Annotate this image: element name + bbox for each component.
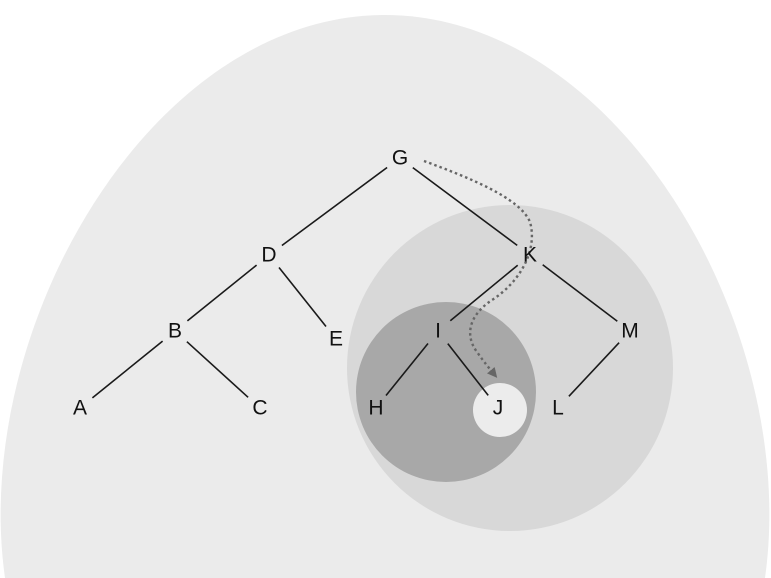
subtree-i-region (356, 302, 536, 482)
edge-b-c (186, 341, 249, 398)
edge-i-h (385, 342, 429, 397)
node-e: E (329, 328, 343, 351)
edge-m-l (568, 342, 620, 397)
node-k: K (523, 244, 537, 267)
node-b: B (168, 320, 182, 343)
target-j-region (473, 383, 527, 437)
node-j: J (493, 397, 504, 420)
edge-k-m (542, 264, 618, 322)
node-h: H (368, 397, 383, 420)
edge-i-j (447, 343, 489, 396)
node-i: I (435, 320, 441, 343)
tree-nodes: G D K B E I M A C H J L (73, 147, 639, 420)
tree-edges (91, 166, 620, 399)
node-g: G (392, 147, 408, 170)
node-l: L (552, 397, 564, 420)
node-a: A (73, 397, 87, 420)
edge-g-d (281, 166, 388, 247)
node-m: M (621, 320, 639, 343)
edge-d-e (278, 267, 327, 327)
edge-k-i (449, 264, 519, 322)
edge-d-b (186, 264, 258, 322)
node-c: C (252, 397, 267, 420)
node-d: D (261, 244, 276, 267)
edge-g-k (412, 166, 518, 247)
edge-b-a (91, 340, 164, 399)
